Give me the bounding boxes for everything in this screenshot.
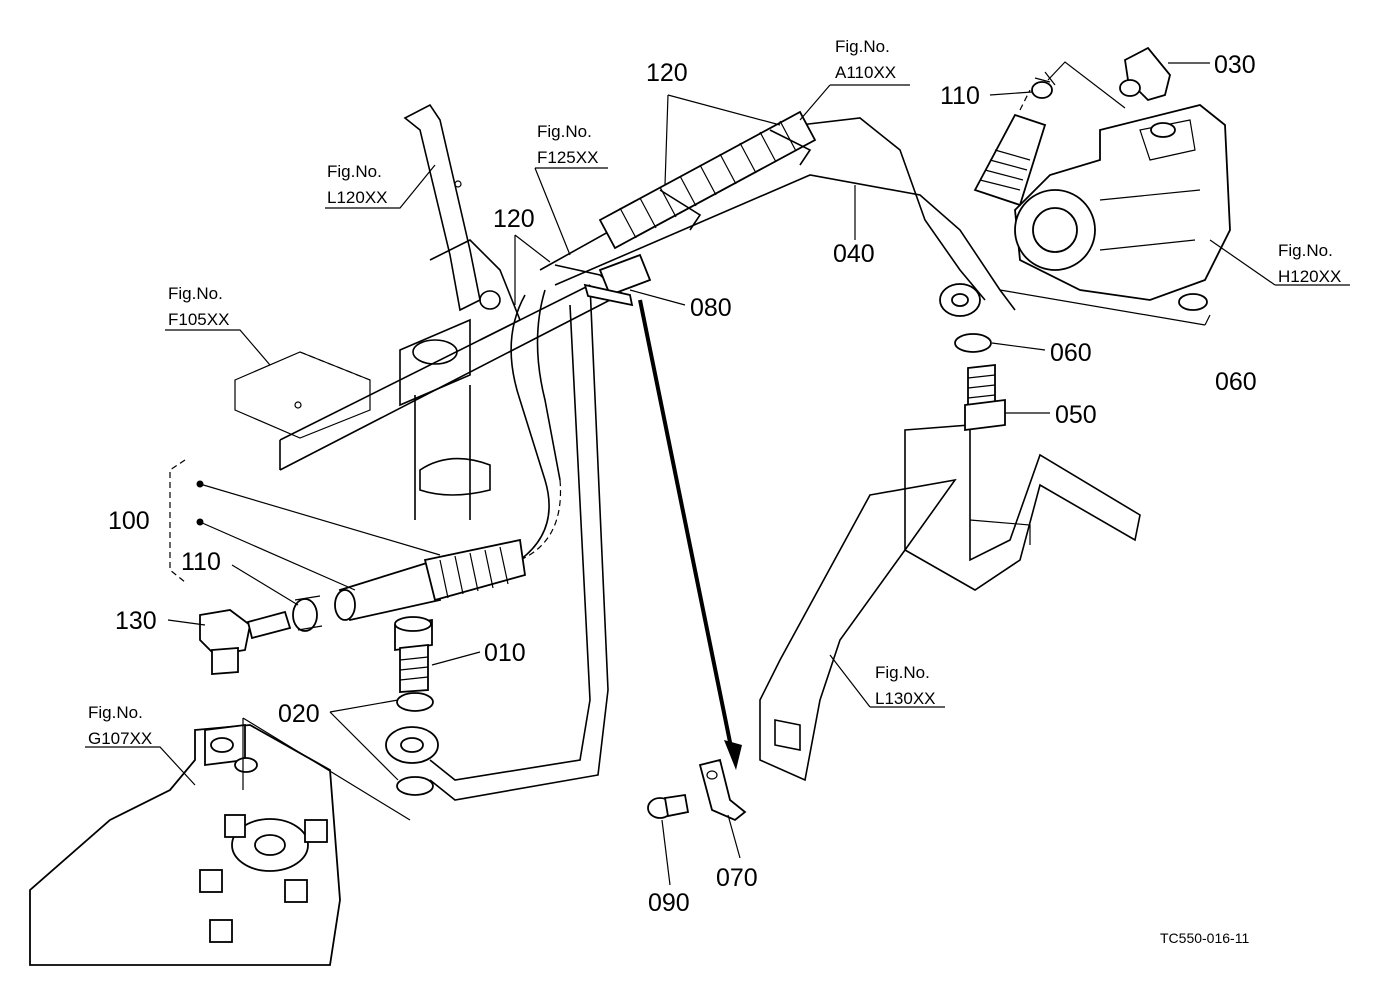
label-120-mid: 120 (493, 205, 535, 233)
label-120-top: 120 (646, 59, 688, 87)
svg-text:H120XX: H120XX (1278, 267, 1341, 286)
svg-text:Fig.No.: Fig.No. (875, 663, 930, 682)
part-030-elbow (1119, 46, 1171, 102)
label-130: 130 (115, 607, 157, 635)
part-020-washer-top (396, 692, 434, 712)
label-110-upper: 110 (940, 82, 980, 110)
figref-f105: Fig.No. F105XX (168, 284, 229, 329)
part-110-clamp-lower (292, 595, 323, 632)
label-090: 090 (648, 889, 690, 917)
label-030: 030 (1214, 51, 1256, 79)
hose-assembly (334, 289, 562, 622)
svg-text:Fig.No.: Fig.No. (537, 122, 592, 141)
part-060-washer-right (1178, 293, 1208, 311)
drawing-code: TC550-016-11 (1160, 930, 1249, 946)
part-080-tie (583, 283, 634, 307)
pump-g107 (29, 723, 341, 966)
figref-a110: Fig.No. A110XX (835, 37, 896, 82)
svg-text:F125XX: F125XX (537, 148, 598, 167)
label-060-left: 060 (1050, 339, 1092, 367)
figref-l130: Fig.No. L130XX (875, 663, 936, 708)
part-130-elbow (199, 609, 292, 675)
svg-text:A110XX: A110XX (835, 63, 896, 82)
svg-text:L130XX: L130XX (875, 689, 936, 708)
label-080: 080 (690, 294, 732, 322)
assembly-arrow (638, 299, 742, 770)
part-010-bolt (394, 616, 433, 693)
label-100: 100 (108, 507, 150, 535)
leader-lines (85, 61, 1350, 886)
svg-text:Fig.No.: Fig.No. (88, 703, 143, 722)
svg-text:G107XX: G107XX (88, 729, 152, 748)
hydraulic-pump-h120 (1014, 104, 1231, 301)
return-pipe (385, 284, 609, 801)
label-060-right: 060 (1215, 368, 1257, 396)
label-010: 010 (484, 639, 526, 667)
chassis-frame (234, 103, 611, 520)
part-060-washer-left (954, 333, 992, 353)
svg-text:Fig.No.: Fig.No. (327, 162, 382, 181)
svg-text:Fig.No.: Fig.No. (168, 284, 223, 303)
label-070: 070 (716, 864, 758, 892)
label-020: 020 (278, 700, 320, 728)
label-040: 040 (833, 240, 875, 268)
upper-hose (973, 89, 1047, 207)
spring-guards (554, 110, 817, 301)
svg-text:Fig.No.: Fig.No. (835, 37, 890, 56)
figref-h120: Fig.No. H120XX (1278, 241, 1341, 286)
label-050: 050 (1055, 401, 1097, 429)
svg-text:F105XX: F105XX (168, 310, 229, 329)
label-110-lower: 110 (181, 548, 221, 576)
bracket-l130 (759, 424, 1141, 782)
part-090-bolt (647, 793, 690, 819)
figref-f125: Fig.No. F125XX (537, 122, 598, 167)
figref-g107: Fig.No. G107XX (88, 703, 152, 748)
svg-text:L120XX: L120XX (327, 188, 388, 207)
svg-text:Fig.No.: Fig.No. (1278, 241, 1333, 260)
part-050-bolt (964, 363, 1006, 432)
figref-l120: Fig.No. L120XX (327, 162, 388, 207)
part-070-clip (698, 758, 747, 822)
part-020-washer-bottom (396, 776, 434, 796)
